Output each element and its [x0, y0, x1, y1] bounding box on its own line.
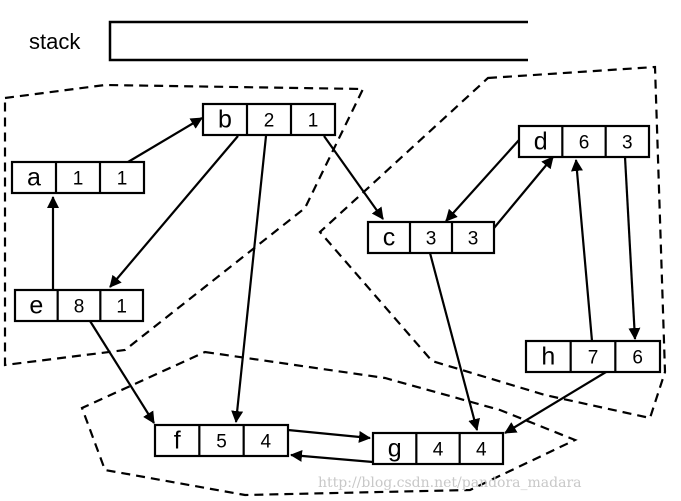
node-low: 6 [632, 348, 643, 369]
node-f: f 5 4 [153, 423, 290, 458]
node-low: 3 [622, 133, 633, 154]
edge-a-b [127, 117, 203, 163]
node-name: g [388, 435, 402, 463]
watermark: http://blog.csdn.net/pandora_madara [318, 475, 581, 491]
node-box [517, 124, 651, 159]
node-e: e 8 1 [13, 288, 145, 323]
node-dfn: 4 [433, 440, 444, 461]
edge-c-g [428, 252, 480, 431]
component-region-fg [80, 350, 578, 497]
node-name: e [29, 292, 43, 320]
node-d: d 6 3 [517, 124, 651, 159]
edge-h-d [570, 159, 594, 342]
stack-container [108, 20, 528, 62]
stack-label: stack [29, 29, 81, 54]
node-box [371, 431, 505, 466]
edge-d-c [445, 139, 520, 222]
node-low: 1 [308, 111, 319, 132]
edge-b-f [231, 135, 268, 423]
node-dfn: 3 [426, 229, 437, 250]
component-regions [3, 65, 667, 497]
node-dfn: 6 [579, 133, 590, 154]
node-name: d [534, 128, 548, 156]
node-name: b [218, 106, 232, 134]
node-b: b 2 1 [201, 102, 337, 137]
node-g: g 4 4 [371, 431, 505, 466]
component-region-abe [3, 83, 365, 367]
node-name: f [174, 427, 181, 455]
node-dfn: 7 [588, 348, 599, 369]
edge-b-e [109, 135, 239, 288]
edges [47, 117, 641, 464]
node-box [10, 160, 146, 195]
node-box [201, 102, 337, 137]
edge-c-d [493, 156, 554, 229]
node-low: 4 [476, 440, 487, 461]
nodes: a 1 1 b 2 1 c 3 3 d 6 3 e 8 1 f 5 4 g 4 4 h 7 6 [10, 102, 662, 466]
node-box [524, 339, 662, 374]
node-low: 1 [116, 297, 127, 318]
node-low: 4 [261, 432, 272, 453]
node-name: c [383, 224, 396, 252]
node-box [13, 288, 145, 323]
node-low: 1 [117, 169, 128, 190]
edge-f-g [287, 428, 371, 443]
edge-e-f [89, 320, 155, 424]
node-dfn: 5 [216, 432, 227, 453]
edge-b-c [323, 135, 384, 220]
node-box [153, 423, 290, 458]
node-c: c 3 3 [366, 220, 496, 255]
node-h: h 7 6 [524, 339, 662, 374]
node-name: a [27, 164, 41, 192]
component-region-cdh [318, 65, 667, 420]
node-a: a 1 1 [10, 160, 146, 195]
edge-h-g [504, 371, 607, 434]
node-name: h [541, 343, 555, 371]
edge-g-f [290, 449, 374, 464]
node-dfn: 1 [73, 169, 84, 190]
node-low: 3 [468, 229, 479, 250]
node-dfn: 8 [74, 297, 85, 318]
edge-d-h [623, 156, 641, 340]
node-box [366, 220, 496, 255]
node-dfn: 2 [264, 111, 275, 132]
